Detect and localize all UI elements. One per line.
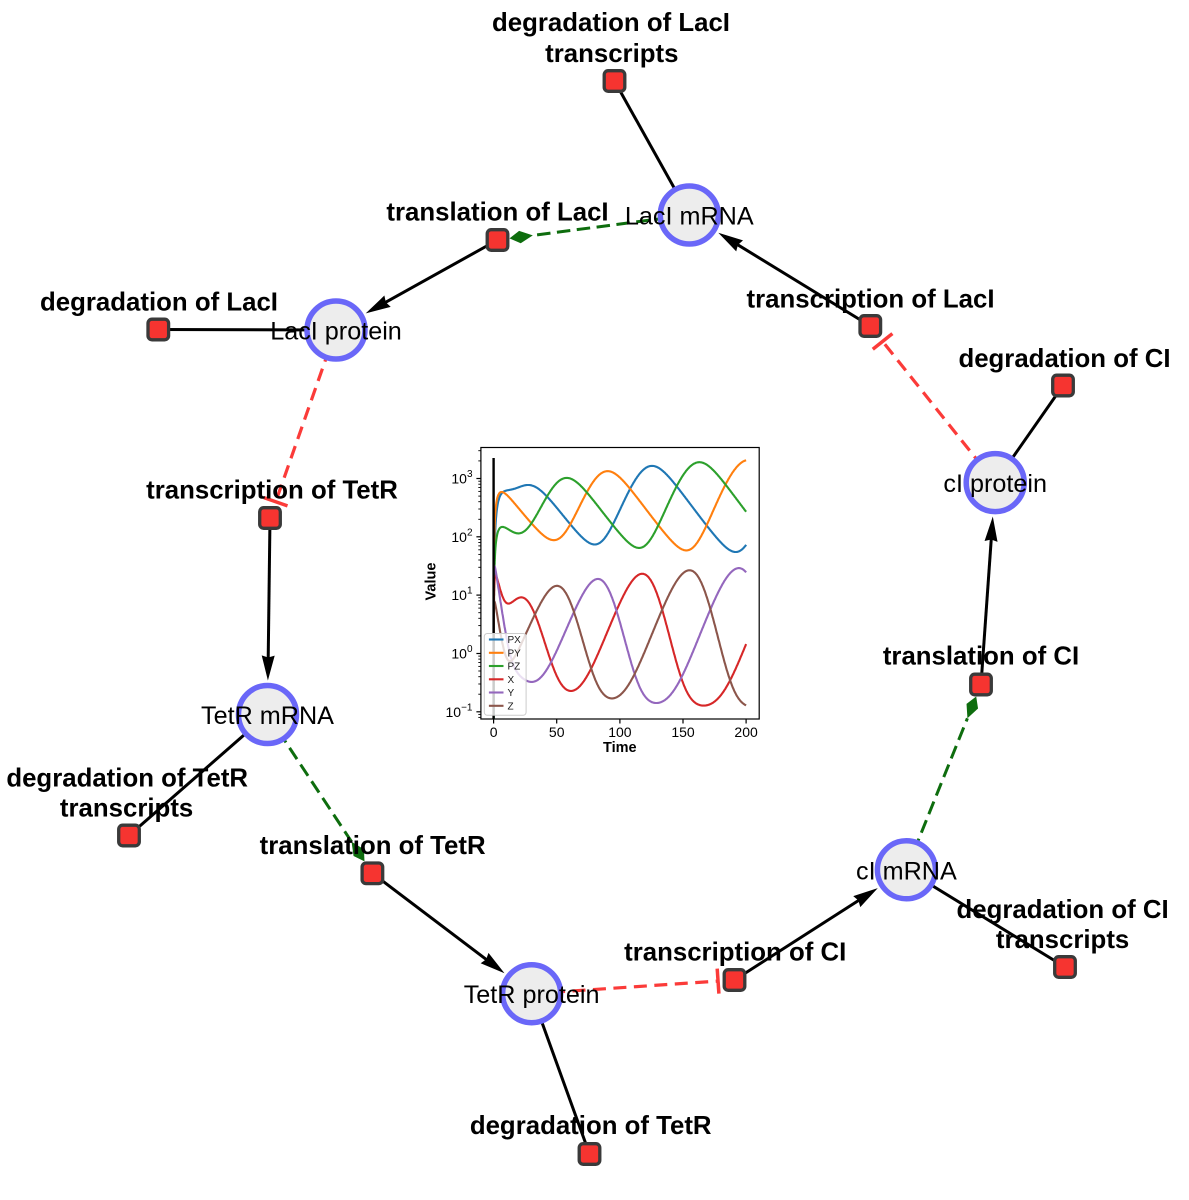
svg-text:transcripts: transcripts <box>996 926 1129 954</box>
svg-text:degradation of CI: degradation of CI <box>958 345 1170 373</box>
svg-text:TetR mRNA: TetR mRNA <box>201 702 334 730</box>
svg-text:Y: Y <box>508 688 515 699</box>
svg-text:LacI protein: LacI protein <box>270 318 402 346</box>
svg-text:degradation of TetR: degradation of TetR <box>470 1112 712 1140</box>
svg-text:LacI mRNA: LacI mRNA <box>625 203 754 231</box>
svg-text:200: 200 <box>734 724 758 740</box>
svg-text:translation of CI: translation of CI <box>883 643 1079 671</box>
svg-text:translation of LacI: translation of LacI <box>386 198 608 226</box>
svg-text:translation of TetR: translation of TetR <box>260 832 486 860</box>
svg-text:PX: PX <box>508 635 522 646</box>
svg-text:PY: PY <box>508 648 522 659</box>
svg-text:Value: Value <box>424 563 440 601</box>
svg-text:cI protein: cI protein <box>943 470 1047 498</box>
svg-text:Time: Time <box>603 740 637 756</box>
svg-text:cI mRNA: cI mRNA <box>856 857 957 885</box>
svg-text:degradation of CI: degradation of CI <box>957 896 1169 924</box>
svg-text:transcripts: transcripts <box>545 40 678 68</box>
svg-text:degradation of LacI: degradation of LacI <box>492 9 730 37</box>
svg-text:150: 150 <box>671 724 695 740</box>
svg-text:0: 0 <box>490 724 498 740</box>
svg-text:50: 50 <box>549 724 565 740</box>
svg-text:transcription of CI: transcription of CI <box>624 939 846 967</box>
svg-text:transcription of LacI: transcription of LacI <box>747 286 995 314</box>
svg-text:TetR protein: TetR protein <box>464 981 600 1009</box>
svg-text:X: X <box>508 675 515 686</box>
svg-text:degradation of LacI: degradation of LacI <box>40 289 278 317</box>
svg-text:PZ: PZ <box>508 662 521 673</box>
svg-text:degradation of TetR: degradation of TetR <box>6 765 248 793</box>
svg-text:transcription of TetR: transcription of TetR <box>146 477 398 505</box>
svg-text:Z: Z <box>508 701 514 712</box>
svg-text:100: 100 <box>608 724 632 740</box>
svg-text:transcripts: transcripts <box>60 795 193 823</box>
